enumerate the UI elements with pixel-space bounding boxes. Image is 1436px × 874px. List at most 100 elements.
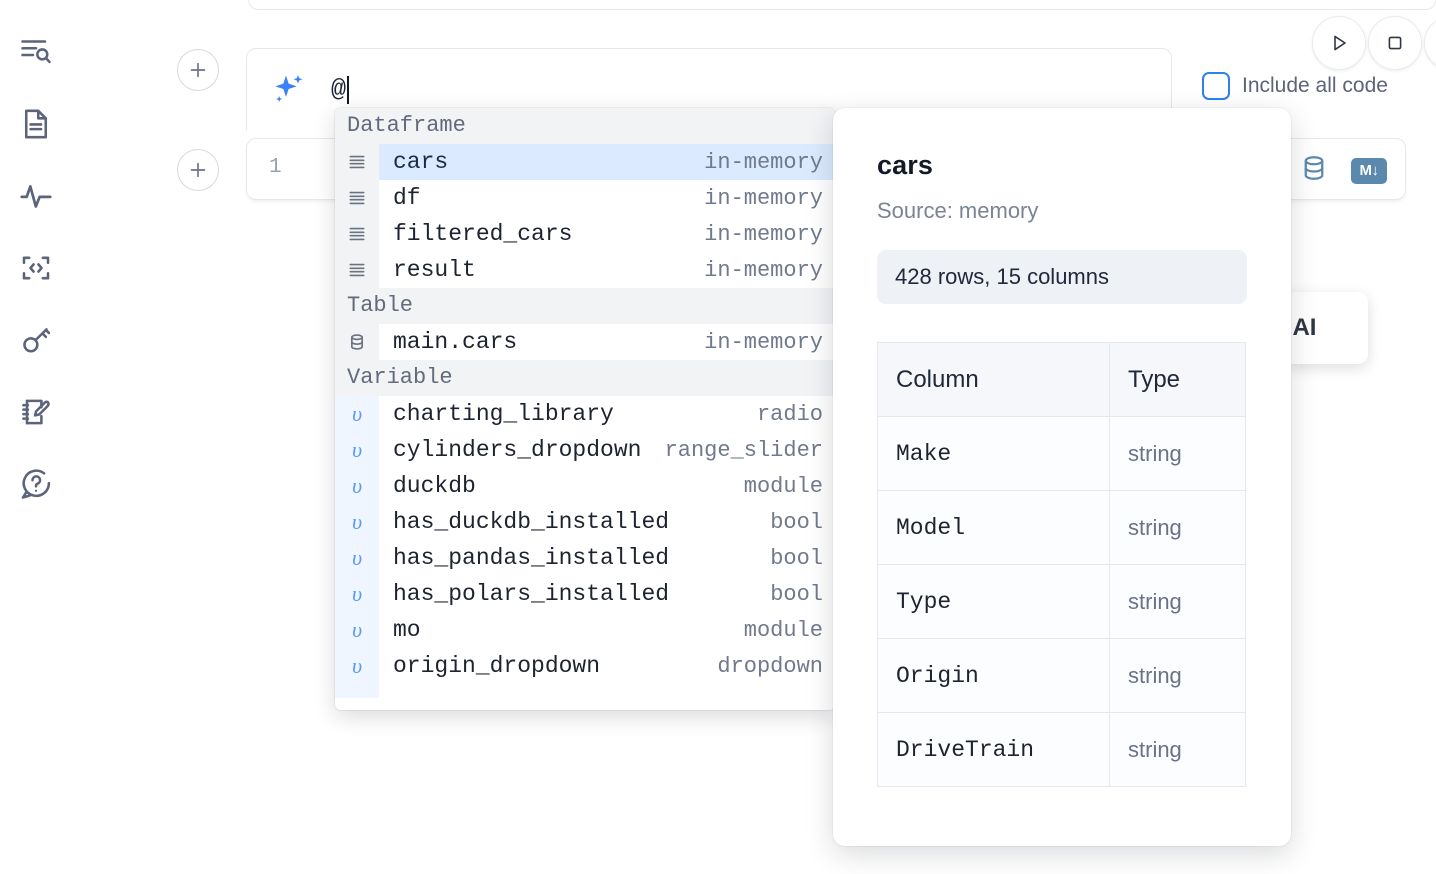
autocomplete-section-header: Variable: [335, 360, 835, 396]
dataframe-detail-panel: cars Source: memory 428 rows, 15 columns…: [833, 108, 1291, 846]
autocomplete-item-type: bool: [770, 581, 823, 607]
dataframe-rows-icon: [349, 155, 365, 169]
add-cell-button-top[interactable]: [177, 49, 219, 91]
variable-upsilon-icon: υ: [351, 401, 363, 426]
autocomplete-item-origin-dropdown[interactable]: υ origin_dropdown dropdown: [335, 648, 835, 684]
markdown-badge-arrow: ↓: [1371, 162, 1380, 179]
autocomplete-item-icon: υ: [335, 504, 379, 540]
autocomplete-item-has-duckdb-installed[interactable]: υ has_duckdb_installed bool: [335, 504, 835, 540]
autocomplete-item-icon: υ: [335, 468, 379, 504]
markdown-badge-letter: M: [1359, 162, 1373, 179]
detail-title: cars: [877, 150, 933, 180]
explore-outline-icon[interactable]: [8, 16, 64, 88]
activity-pulse-icon[interactable]: [8, 160, 64, 232]
stop-button[interactable]: [1368, 16, 1422, 70]
detail-table-header-column: Column: [877, 342, 1110, 417]
autocomplete-item-cylinders-dropdown[interactable]: υ cylinders_dropdown range_slider: [335, 432, 835, 468]
detail-table-header-type: Type: [1109, 342, 1246, 417]
add-cell-button-bottom[interactable]: [177, 149, 219, 191]
scratchpad-edit-icon[interactable]: [8, 376, 64, 448]
more-options-button[interactable]: [1424, 16, 1436, 70]
cell-icon-group: M↓: [1299, 153, 1387, 188]
include-all-code-checkbox[interactable]: [1202, 72, 1230, 100]
variable-upsilon-icon: υ: [351, 473, 363, 498]
autocomplete-item-icon: υ: [335, 576, 379, 612]
autocomplete-item-name: mo: [393, 617, 421, 643]
autocomplete-item-type: in-memory: [704, 257, 823, 283]
autocomplete-item-icon: υ: [335, 540, 379, 576]
autocomplete-item-name: has_polars_installed: [393, 581, 670, 607]
autocomplete-item-icon: [335, 252, 379, 288]
autocomplete-item-icon: [335, 216, 379, 252]
autocomplete-item-name: has_duckdb_installed: [393, 509, 670, 535]
dataframe-rows-icon: [349, 191, 365, 205]
with-ai-chip[interactable]: h AI: [1284, 292, 1368, 364]
database-cylinder-icon[interactable]: [1299, 153, 1329, 188]
autocomplete-item-name: result: [393, 257, 476, 283]
autocomplete-item-icon: υ: [335, 648, 379, 684]
key-secrets-icon[interactable]: [8, 304, 64, 376]
autocomplete-item-icon: [335, 180, 379, 216]
variable-upsilon-icon: υ: [351, 581, 363, 606]
autocomplete-item-icon: [335, 684, 379, 698]
autocomplete-item-name: cylinders_dropdown: [393, 437, 642, 463]
detail-column-name: Type: [877, 564, 1110, 639]
autocomplete-item-type: in-memory: [704, 149, 823, 175]
sparkle-ai-icon: [269, 70, 309, 110]
autocomplete-item-name: has_pandas_installed: [393, 545, 670, 571]
markdown-badge-icon[interactable]: M↓: [1351, 157, 1387, 184]
code-snippets-icon[interactable]: [8, 232, 64, 304]
autocomplete-item-has-polars-installed[interactable]: υ has_polars_installed bool: [335, 576, 835, 612]
autocomplete-item-type: range_slider: [664, 437, 823, 463]
variable-upsilon-icon: υ: [351, 653, 363, 678]
autocomplete-item-name: origin_dropdown: [393, 653, 601, 679]
variable-upsilon-icon: υ: [351, 437, 363, 462]
autocomplete-item-type: in-memory: [704, 185, 823, 211]
autocomplete-item-type: in-memory: [704, 221, 823, 247]
detail-column-name: Model: [877, 490, 1110, 565]
detail-source: Source: memory: [877, 198, 1039, 223]
autocomplete-item-type: bool: [770, 509, 823, 535]
autocomplete-item-type: dropdown: [717, 653, 823, 679]
autocomplete-item-name: filtered_cars: [393, 221, 573, 247]
autocomplete-section-header: Dataframe: [335, 108, 835, 144]
autocomplete-section-header: Table: [335, 288, 835, 324]
variable-upsilon-icon: υ: [351, 545, 363, 570]
autocomplete-item-name: cars: [393, 149, 449, 175]
autocomplete-item-type: module: [743, 473, 823, 499]
autocomplete-item-cars[interactable]: cars in-memory: [335, 144, 835, 180]
prompt-text-value: @: [331, 75, 347, 104]
include-all-code-toggle[interactable]: Include all code: [1202, 72, 1388, 100]
autocomplete-item-clipped[interactable]: [335, 684, 835, 698]
autocomplete-item-type: radio: [756, 401, 823, 427]
run-button[interactable]: [1312, 16, 1366, 70]
detail-column-name: DriveTrain: [877, 712, 1110, 787]
autocomplete-item-icon: υ: [335, 612, 379, 648]
detail-column-type: string: [1109, 638, 1246, 713]
line-number: 1: [269, 156, 282, 179]
autocomplete-item-filtered-cars[interactable]: filtered_cars in-memory: [335, 216, 835, 252]
detail-column-type: string: [1109, 564, 1246, 639]
autocomplete-item-icon: υ: [335, 396, 379, 432]
left-icon-rail: [0, 0, 72, 874]
autocomplete-item-result[interactable]: result in-memory: [335, 252, 835, 288]
help-chat-icon[interactable]: [8, 448, 64, 520]
file-document-icon[interactable]: [8, 88, 64, 160]
autocomplete-item-name: main.cars: [393, 329, 518, 355]
database-cylinder-icon: [351, 334, 363, 350]
autocomplete-item-type: module: [743, 617, 823, 643]
detail-column-type: string: [1109, 490, 1246, 565]
text-caret: [347, 75, 350, 104]
detail-column-type: string: [1109, 416, 1246, 491]
